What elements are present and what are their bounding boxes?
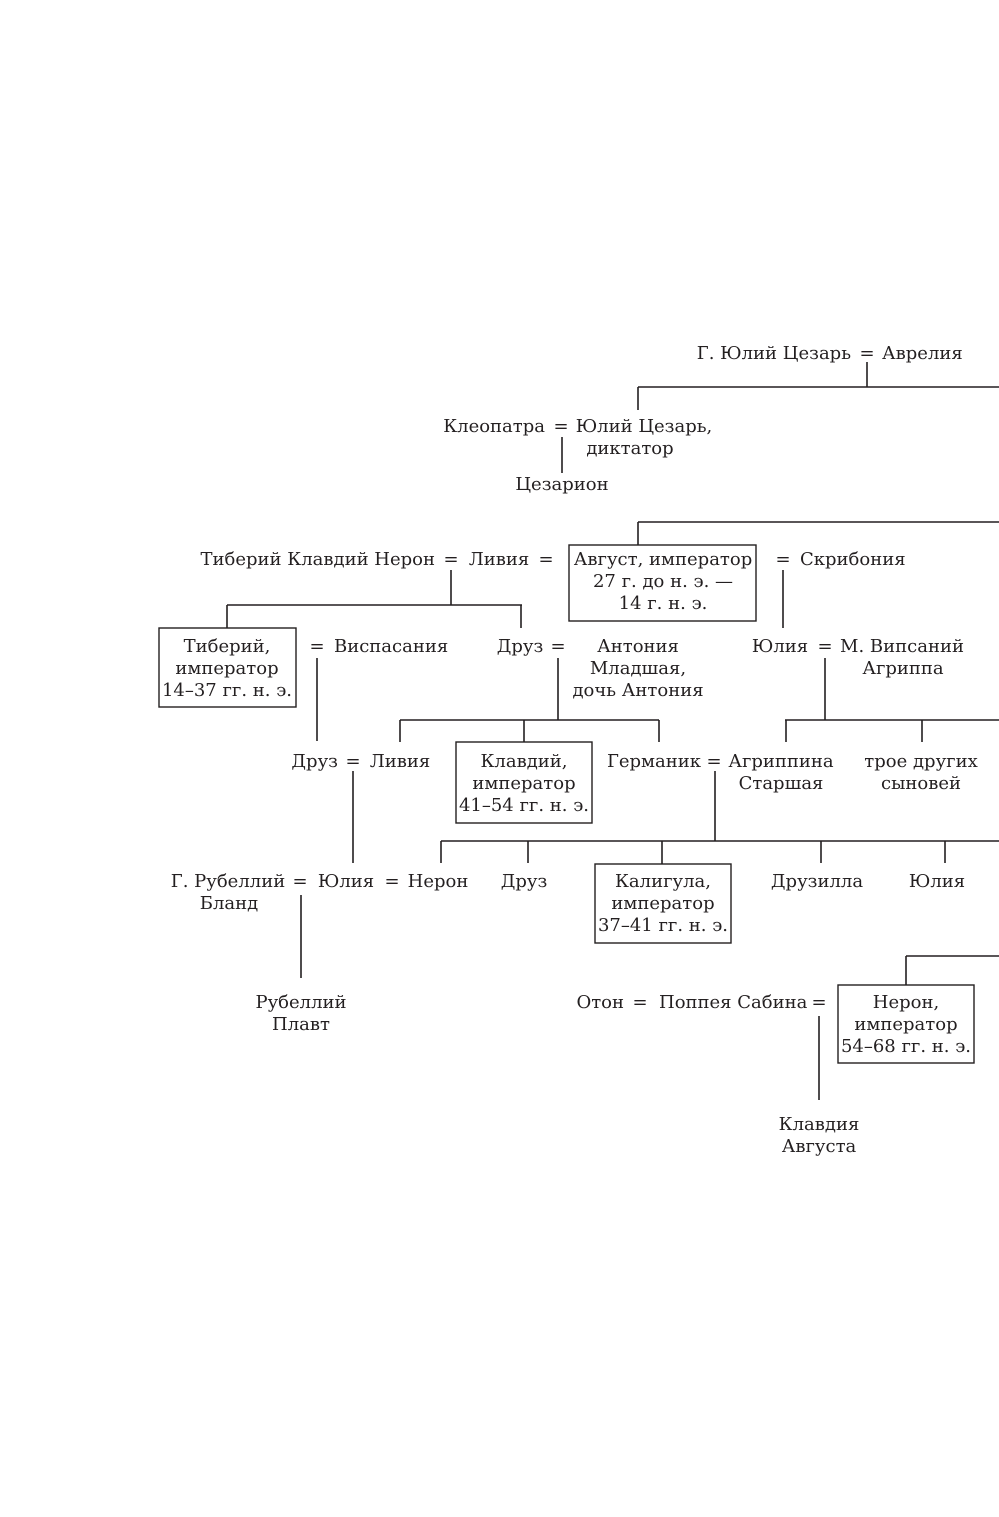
emperor-nero-line2: император [854, 1014, 957, 1035]
marriage-sign: = [811, 992, 826, 1013]
person-poppaea: Поппея Сабина [659, 992, 808, 1013]
emperor-caligula-line1: Калигула, [615, 871, 711, 892]
emperor-claudius-line3: 41–54 гг. н. э. [459, 795, 589, 816]
marriage-sign: = [384, 871, 399, 892]
person-tiberius-claudius-nero: Тиберий Клавдий Нерон [201, 549, 435, 570]
person-three-sons-line1: трое других [864, 751, 977, 772]
emperor-augustus-line1: Август, император [574, 549, 753, 570]
person-cleopatra: Клеопатра [443, 416, 545, 437]
marriage-sign: = [345, 751, 360, 772]
person-labels: Г. Юлий Цезарь = Аврелия Клеопатра = Юли… [162, 343, 978, 1157]
person-caesarion: Цезарион [515, 474, 608, 495]
person-nero-caesar: Нерон [408, 871, 469, 892]
marriage-sign: = [553, 416, 568, 437]
person-livia: Ливия [469, 549, 530, 570]
person-claudia-augusta-line2: Августа [782, 1136, 857, 1157]
emperor-caligula-line2: император [611, 893, 714, 914]
person-julius-caesar-line2: диктатор [586, 438, 673, 459]
emperor-nero-line3: 54–68 гг. н. э. [841, 1036, 971, 1057]
marriage-sign: = [706, 751, 721, 772]
emperor-claudius-line1: Клавдий, [480, 751, 567, 772]
connector-lines [226, 362, 999, 1100]
person-julia-elder: Юлия [752, 636, 808, 657]
marriage-sign: = [632, 992, 647, 1013]
person-germanicus: Германик [607, 751, 702, 772]
marriage-sign: = [775, 549, 790, 570]
person-julia-livilla: Юлия [909, 871, 965, 892]
emperor-tiberius-line3: 14–37 гг. н. э. [162, 680, 292, 701]
person-rubellius-blandus-line2: Бланд [200, 893, 258, 914]
box-claudius [455, 741, 593, 824]
marriage-sign: = [538, 549, 553, 570]
person-julius-caesar-line1: Юлий Цезарь, [576, 416, 713, 437]
emperor-caligula-line3: 37–41 гг. н. э. [598, 915, 728, 936]
person-rubellius-blandus-line1: Г. Рубеллий [171, 871, 285, 892]
emperor-boxes [158, 544, 975, 1064]
person-antonia-line2: Младшая, [590, 658, 686, 679]
box-nero [837, 984, 975, 1064]
person-antonia-line3: дочь Антония [572, 680, 703, 701]
marriage-sign: = [443, 549, 458, 570]
emperor-claudius-line2: император [472, 773, 575, 794]
person-drusus-caesar: Друз [501, 871, 548, 892]
person-rubellius-plautus-line1: Рубеллий [255, 992, 346, 1013]
emperor-augustus-line3: 14 г. н. э. [619, 593, 708, 614]
person-vipsania: Виспасания [334, 636, 448, 657]
box-augustus [568, 544, 757, 622]
marriage-sign: = [292, 871, 307, 892]
person-agrippa-line2: Агриппа [862, 658, 944, 679]
box-caligula [594, 863, 732, 944]
person-drusilla: Друзилла [771, 871, 863, 892]
person-agrippa-line1: М. Випсаний [840, 636, 964, 657]
emperor-augustus-line2: 27 г. до н. э. — [593, 571, 733, 592]
person-drusus-elder: Друз [497, 636, 544, 657]
emperor-tiberius-line1: Тиберий, [184, 636, 271, 657]
person-scribonia: Скрибония [800, 549, 906, 570]
person-agrippina-line2: Старшая [739, 773, 824, 794]
emperor-nero-line1: Нерон, [873, 992, 939, 1013]
box-tiberius [158, 627, 297, 708]
person-claudia-augusta-line1: Клавдия [779, 1114, 860, 1135]
marriage-sign: = [309, 636, 324, 657]
person-aurelia: Аврелия [882, 343, 963, 364]
person-otho: Отон [576, 992, 624, 1013]
marriage-sign: = [550, 636, 565, 657]
person-rubellius-plautus-line2: Плавт [272, 1014, 330, 1035]
person-antonia-line1: Антония [597, 636, 679, 657]
person-agrippina-line1: Агриппина [728, 751, 834, 772]
emperor-tiberius-line2: император [175, 658, 278, 679]
person-gaius-julius-caesar: Г. Юлий Цезарь [697, 343, 851, 364]
person-three-sons-line2: сыновей [881, 773, 961, 794]
person-livilla: Ливия [370, 751, 431, 772]
person-julia-livia: Юлия [318, 871, 374, 892]
marriage-sign: = [817, 636, 832, 657]
person-drusus-younger: Друз [291, 751, 338, 772]
marriage-sign: = [859, 343, 874, 364]
